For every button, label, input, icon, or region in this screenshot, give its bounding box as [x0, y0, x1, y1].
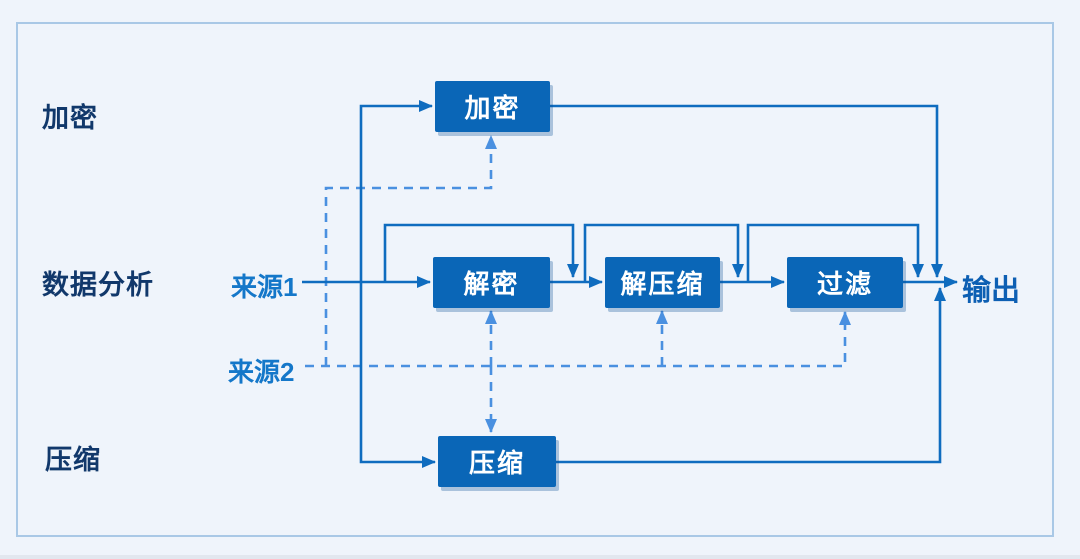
source2-label: 来源2 — [228, 357, 295, 387]
row-label-encrypt: 加密 — [42, 103, 98, 133]
dashed-source2-to-filter — [305, 311, 851, 368]
diagram-panel-border — [16, 22, 1054, 537]
node-compress: 压缩 — [438, 436, 556, 487]
node-decompress: 解压缩 — [605, 257, 720, 308]
row-label-data-analysis: 数据分析 — [42, 270, 154, 300]
output-label: 输出 — [962, 275, 1021, 307]
node-decrypt: 解密 — [433, 257, 550, 308]
arrow-trunk-to-encrypt — [359, 100, 433, 282]
bottom-edge-strip — [0, 555, 1080, 559]
bypass-over-decompress — [583, 223, 744, 282]
node-filter: 过滤 — [787, 257, 903, 308]
bypass-over-decrypt — [383, 223, 579, 282]
arrow-trunk-to-compress — [359, 282, 436, 468]
arrow-encrypt-to-output — [550, 104, 943, 278]
dashed-branch-to-encrypt — [324, 135, 497, 366]
source1-label: 来源1 — [231, 272, 298, 302]
arrow-compress-to-output — [556, 287, 946, 464]
row-label-compress: 压缩 — [45, 445, 101, 475]
node-encrypt: 加密 — [435, 81, 550, 132]
bypass-over-filter — [746, 223, 924, 282]
